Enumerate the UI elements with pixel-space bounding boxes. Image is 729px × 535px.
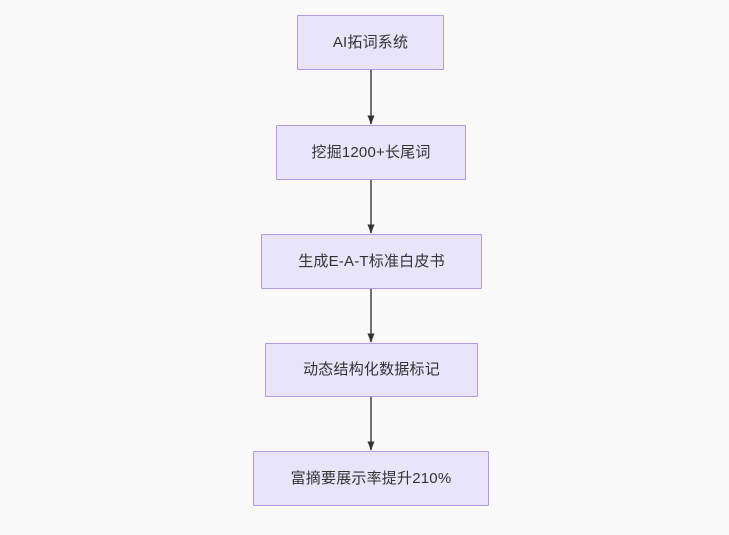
flow-node-label: 挖掘1200+长尾词 (311, 143, 431, 161)
flow-node-mine-longtail-keywords[interactable]: 挖掘1200+长尾词 (276, 125, 466, 180)
flow-node-generate-eat-whitepaper[interactable]: 生成E-A-T标准白皮书 (261, 234, 482, 289)
flow-node-label: 富摘要展示率提升210% (290, 469, 452, 487)
flow-node-dynamic-structured-data-markup[interactable]: 动态结构化数据标记 (265, 343, 478, 397)
flow-node-label: 生成E-A-T标准白皮书 (298, 252, 445, 270)
flow-node-label: 动态结构化数据标记 (303, 361, 440, 378)
flow-node-rich-snippet-rate-increase[interactable]: 富摘要展示率提升210% (253, 451, 489, 506)
flow-node-label: AI拓词系统 (332, 33, 409, 51)
flow-node-ai-keyword-system[interactable]: AI拓词系统 (297, 15, 444, 70)
